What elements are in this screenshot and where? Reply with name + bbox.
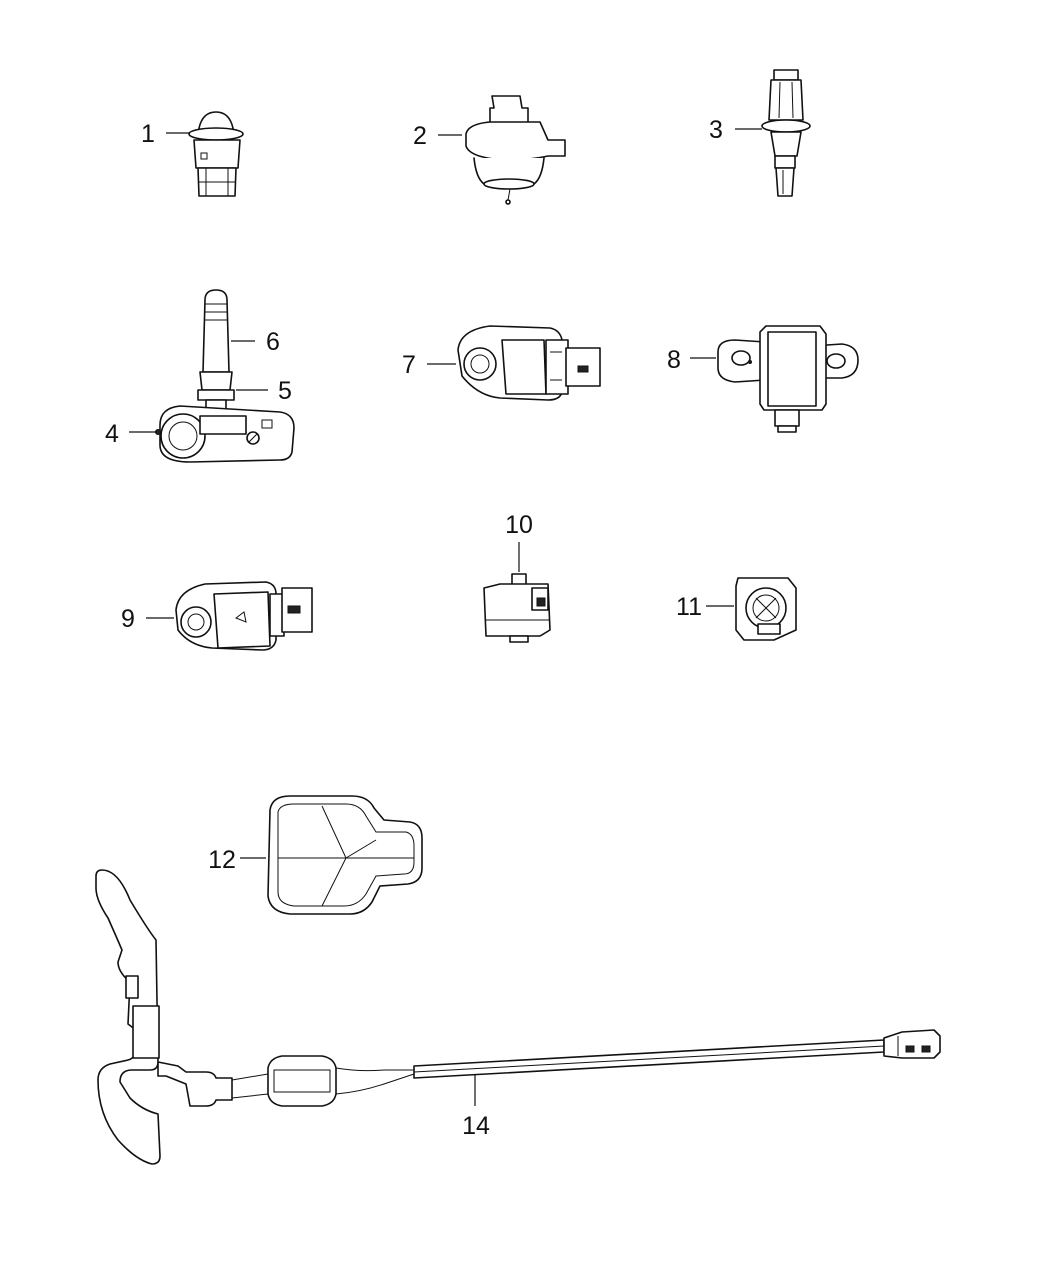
part-10-module[interactable]	[483, 573, 551, 643]
callout-5: 5	[278, 377, 292, 405]
part-12-pad[interactable]	[267, 795, 423, 915]
part-11-connector[interactable]	[735, 577, 797, 641]
callout-11: 11	[676, 593, 702, 621]
callout-9: 9	[121, 605, 135, 633]
callout-8: 8	[667, 346, 681, 374]
part-2-sensor[interactable]	[465, 95, 566, 205]
callout-6: 6	[266, 328, 280, 356]
callout-2: 2	[413, 122, 427, 150]
part-7-impact-sensor[interactable]	[457, 325, 601, 401]
callout-3: 3	[709, 116, 723, 144]
part-14-harness[interactable]	[95, 869, 941, 1165]
callout-1: 1	[141, 120, 155, 148]
part-8-sensor[interactable]	[717, 325, 859, 433]
part-6-valve-stem[interactable]	[199, 289, 233, 391]
part-9-impact-sensor[interactable]	[175, 581, 313, 651]
part-3-sensor[interactable]	[761, 69, 811, 197]
part-1-sensor[interactable]	[188, 111, 244, 197]
callout-4: 4	[105, 420, 119, 448]
callout-12: 12	[208, 846, 236, 874]
callout-14: 14	[462, 1112, 490, 1140]
callout-7: 7	[402, 351, 416, 379]
callout-10: 10	[505, 511, 533, 539]
part-4-tpms-sensor[interactable]	[155, 405, 295, 463]
